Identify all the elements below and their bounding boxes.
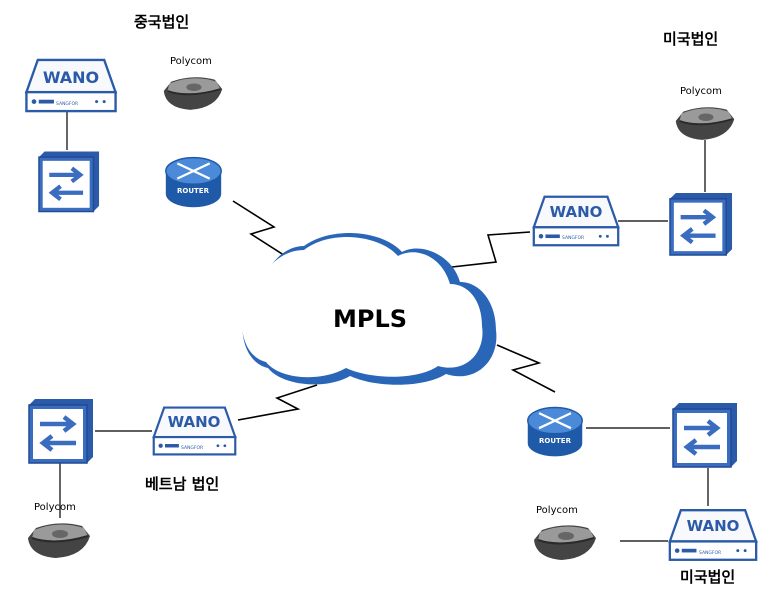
polycom-device-usa-top: Polycom [674,86,736,141]
wano-label: WANO [550,203,603,221]
vendor-label: SANGFOR [181,445,203,451]
topology-links [59,110,709,542]
switch-icon-vietnam [29,399,93,463]
wan-link-china [232,200,291,260]
polycom-device-usa-bottom: Polycom [533,505,597,561]
switch-icon-usa-top [670,193,732,255]
wano-device-usa-bottom: WANO SANGFOR [668,508,758,562]
wano-device-vietnam: WANO SANGFOR [152,406,237,456]
router-icon-usa-bottom: ROUTER [526,406,584,458]
cloud-label: MPLS [333,305,407,333]
switch-icon-usa-bottom [673,403,737,467]
vendor-label: SANGFOR [562,235,584,241]
router-label: ROUTER [177,187,210,195]
wano-label: WANO [687,517,740,535]
polycom-label: Polycom [34,502,76,513]
site-label-usa-top: 미국법인 [663,30,718,48]
polycom-label: Polycom [536,505,578,516]
site-label-vietnam: 베트남 법인 [145,475,219,493]
polycom-device-china: Polycom [162,56,224,111]
wan-link-usa-bottom [496,344,556,393]
switch-icon-china [39,151,99,211]
site-label-usa-bottom: 미국법인 [680,568,735,586]
wano-label: WANO [168,413,221,431]
wan-links [232,200,556,421]
wano-device-china: WANO SANGFOR [25,58,117,113]
wan-link-usa-top [442,231,531,269]
mpls-cloud: MPLS [241,233,497,385]
site-label-china: 중국법인 [134,13,189,31]
router-label: ROUTER [539,437,572,445]
wano-device-usa-top: WANO SANGFOR [532,195,620,247]
polycom-label: Polycom [170,56,212,67]
router-icon-china: ROUTER [164,156,223,209]
vendor-label: SANGFOR [56,101,78,107]
polycom-label: Polycom [680,86,722,97]
vendor-label: SANGFOR [699,550,721,556]
wano-label: WANO [43,68,99,87]
wan-link-vietnam [237,384,318,421]
polycom-device-vietnam: Polycom [27,502,91,559]
